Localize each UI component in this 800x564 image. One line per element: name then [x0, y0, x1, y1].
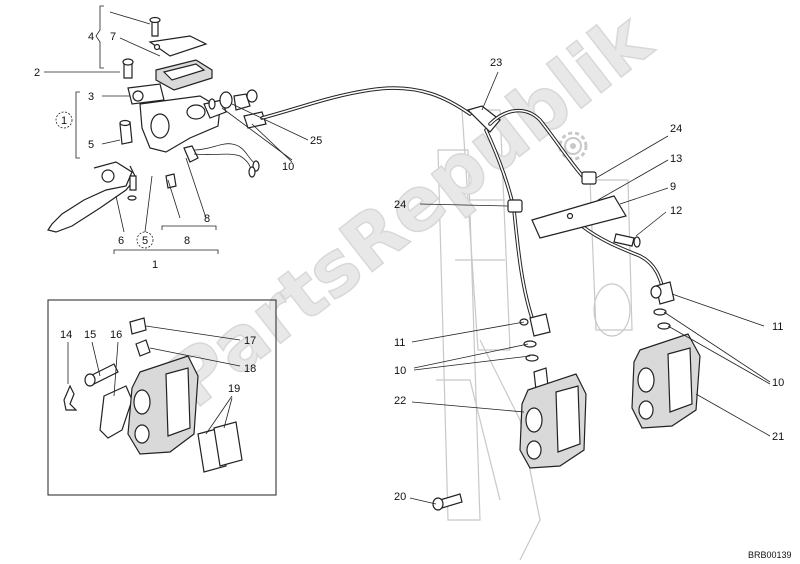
label-20: 20 [394, 491, 406, 503]
label-11-left: 11 [394, 337, 405, 349]
pad-spring [99, 385, 133, 439]
label-6: 6 [118, 235, 124, 247]
grommet-left [507, 199, 523, 213]
circled-label-5 [136, 231, 154, 249]
label-15: 15 [84, 329, 96, 341]
label-5: 5 [88, 139, 94, 151]
brake-hoses [260, 86, 675, 337]
hose-upper [260, 86, 472, 120]
label-24-right: 24 [670, 123, 682, 135]
caliper-kit-inset [47, 299, 277, 496]
label-22: 22 [394, 395, 406, 407]
label-13: 13 [670, 153, 682, 165]
label-3: 3 [88, 91, 94, 103]
label-12: 12 [670, 205, 682, 217]
bleeder-valve [135, 339, 151, 357]
label-8-bracket: 8 [184, 235, 190, 247]
bracket-bolt [613, 233, 635, 247]
pad-clip [63, 384, 78, 411]
label-10-top: 10 [282, 161, 294, 173]
label-21: 21 [772, 431, 784, 443]
label-8: 8 [204, 213, 210, 225]
label-19: 19 [228, 383, 240, 395]
label-16: 16 [110, 329, 122, 341]
tee-fitting [466, 105, 501, 133]
label-7: 7 [110, 31, 116, 43]
reference-code: BRB00139 [748, 550, 792, 560]
label-1: 1 [152, 259, 158, 271]
label-1-circled: 1 [61, 115, 67, 127]
grommet-right [581, 171, 597, 185]
banjo-washer [208, 98, 216, 110]
reservoir-cover [148, 35, 208, 57]
brake-lever [47, 161, 137, 233]
label-2: 2 [34, 67, 40, 79]
gear-icon [558, 131, 588, 161]
leader-lines [44, 5, 771, 505]
right-caliper [631, 285, 701, 429]
label-14: 14 [60, 329, 72, 341]
hose-bracket [531, 195, 627, 239]
label-9: 9 [670, 181, 676, 193]
brake-pad-b [213, 421, 243, 467]
label-4: 4 [88, 31, 94, 43]
part-labels: 4 7 2 3 1 5 6 5 8 8 1 10 25 23 24 13 9 2… [34, 31, 784, 503]
label-24-left: 24 [394, 199, 406, 211]
circled-label-1 [55, 111, 73, 129]
inset-parts [63, 317, 243, 473]
label-23: 23 [490, 57, 502, 69]
left-caliper [519, 318, 587, 469]
label-11-right: 11 [772, 321, 783, 333]
brake-switch [165, 173, 177, 189]
label-10-right: 10 [772, 377, 784, 389]
label-10-left: 10 [394, 365, 406, 377]
label-18: 18 [244, 363, 256, 375]
label-25: 25 [310, 135, 322, 147]
master-cylinder-group [47, 16, 267, 233]
label-5-circled: 5 [142, 235, 148, 247]
bleeder-cap [129, 317, 147, 335]
label-17: 17 [244, 335, 256, 347]
